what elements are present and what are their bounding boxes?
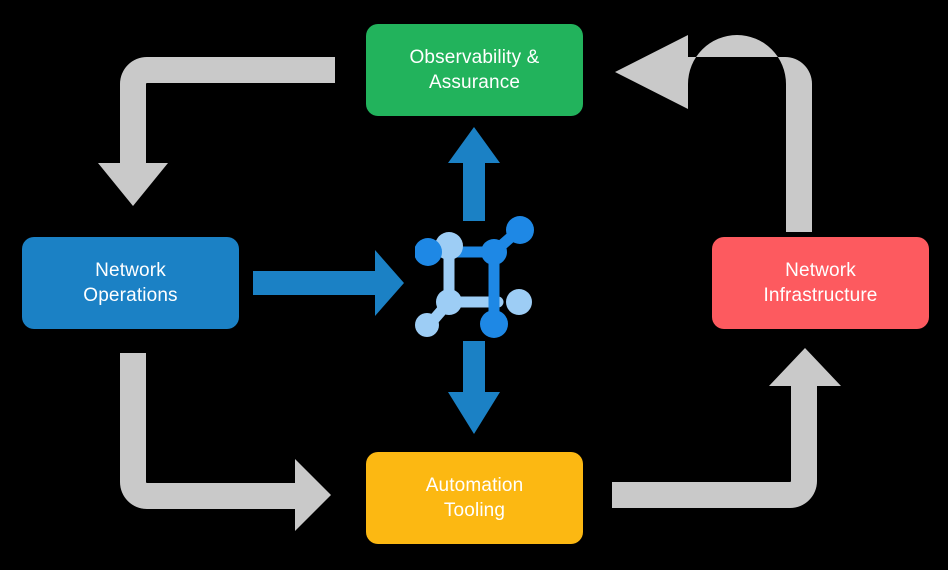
node-label-automation-tooling: Automation Tooling — [425, 474, 524, 521]
outer-arrow-automation-to-infrastructure — [612, 348, 841, 508]
outer-arrow-operations-to-automation — [120, 353, 331, 531]
node-box-observability[interactable]: Observability & Assurance — [366, 24, 583, 116]
node-label-network-operations: Network Operations — [83, 259, 178, 306]
inner-arrow-center-to-observability — [448, 127, 500, 221]
node-box-network-infrastructure[interactable]: Network Infrastructure — [712, 237, 929, 329]
outer-arrow-observability-to-operations — [98, 57, 335, 206]
node-box-network-operations[interactable]: Network Operations — [22, 237, 239, 329]
node-label-network-infrastructure: Network Infrastructure — [763, 259, 878, 306]
network-icon-dark-nodes — [415, 216, 534, 338]
inner-arrow-ops-to-center — [253, 250, 404, 316]
outer-arrow-infrastructure-to-observability — [615, 35, 812, 232]
node-box-automation-tooling[interactable]: Automation Tooling — [366, 452, 583, 544]
network-topology-icon — [415, 216, 534, 338]
network-icon-light-nodes — [415, 232, 532, 337]
inner-arrow-center-to-automation — [448, 341, 500, 434]
node-label-observability: Observability & Assurance — [409, 46, 540, 93]
